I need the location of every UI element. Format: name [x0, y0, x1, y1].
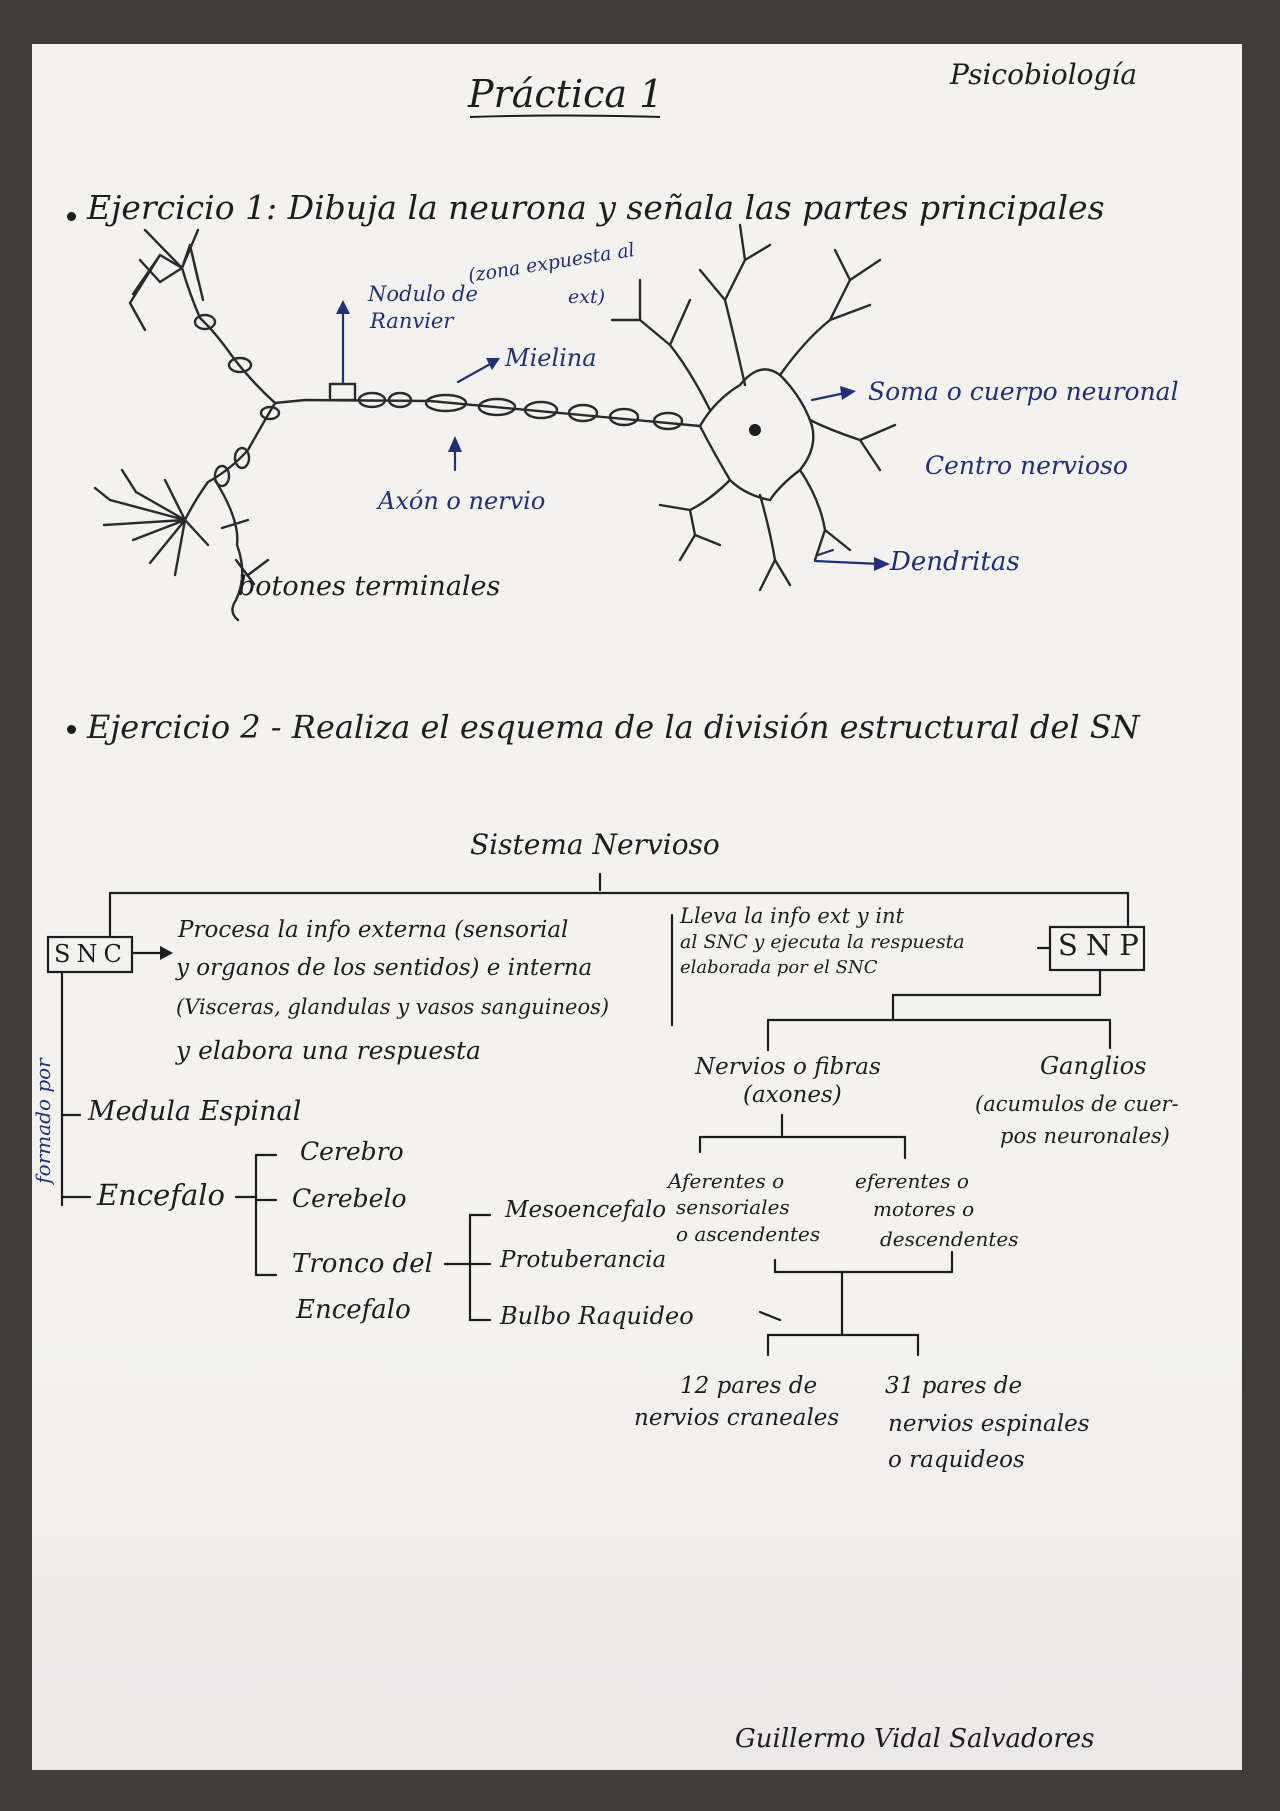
snc-formado-por: formado por	[30, 1058, 55, 1184]
snp-box-label: SNP	[1058, 928, 1147, 962]
snp-eferentes-2: motores o	[873, 1197, 975, 1221]
encefalo-tronco: Tronco del	[292, 1249, 433, 1279]
snp-eferentes-1: eferentes o	[855, 1169, 969, 1193]
ex1-title: Ejercicio 1: Dibuja la neurona y señala …	[87, 188, 1105, 227]
subject-label: Psicobiología	[950, 58, 1138, 91]
snp-desc-3: elaborada por el SNC	[680, 957, 878, 978]
snp-ganglios-2: (acumulos de cuer-	[975, 1092, 1179, 1116]
snp-aferentes-2: sensoriales	[676, 1195, 790, 1219]
tronco-protuberancia: Protuberancia	[500, 1247, 667, 1273]
snc-desc-1: Procesa la info externa (sensorial	[178, 917, 569, 943]
snp-desc-2: al SNC y ejecuta la respuesta	[680, 931, 965, 953]
snc-medula: Medula Espinal	[88, 1096, 302, 1127]
neuron-drawing	[93, 223, 897, 622]
label-ranvier: Ranvier	[370, 309, 454, 333]
snp-ganglios-3: pos neuronales)	[1000, 1124, 1170, 1148]
encefalo-tronco-2: Encefalo	[296, 1295, 411, 1325]
snc-arrowhead	[160, 946, 173, 960]
signature: Guillermo Vidal Salvadores	[735, 1724, 1095, 1754]
label-soma: Soma o cuerpo neuronal	[868, 377, 1179, 406]
label-ext: ext)	[568, 286, 606, 308]
snp-espinales-1: 31 pares de	[885, 1373, 1023, 1399]
snc-desc-2: y organos de los sentidos) e interna	[176, 955, 593, 981]
label-dendritas: Dendritas	[890, 547, 1020, 577]
snp-craneales-1: 12 pares de	[680, 1373, 818, 1399]
bullet-ex2	[67, 725, 76, 734]
snp-espinales-3: o raquideos	[888, 1447, 1025, 1473]
snp-craneales-2: nervios craneales	[634, 1405, 840, 1431]
snp-eferentes-3: descendentes	[880, 1227, 1019, 1251]
nucleus	[749, 424, 761, 436]
snp-nervios-2: (axones)	[743, 1082, 842, 1108]
ex2-title: Ejercicio 2 - Realiza el esquema de la d…	[87, 708, 1140, 746]
label-nodulo: Nodulo de	[368, 282, 478, 306]
label-centro: Centro nervioso	[925, 451, 1128, 480]
tronco-bulbo: Bulbo Raquideo	[500, 1302, 694, 1330]
page-title: Práctica 1	[468, 72, 664, 116]
snp-ganglios-1: Ganglios	[1040, 1052, 1147, 1080]
snp-desc-1: Lleva la info ext y int	[680, 904, 904, 928]
label-arrows	[336, 300, 890, 571]
scheme-lines	[46, 872, 1146, 1357]
label-mielina: Mielina	[505, 344, 597, 372]
label-botones: botones terminales	[238, 571, 501, 602]
snp-aferentes-1: Aferentes o	[668, 1169, 785, 1193]
snc-desc-3: (Visceras, glandulas y vasos sanguineos)	[176, 995, 610, 1019]
label-axon: Axón o nervio	[378, 487, 546, 515]
encefalo-cerebro: Cerebro	[300, 1137, 404, 1166]
tronco-mesoencefalo: Mesoencefalo	[505, 1197, 667, 1223]
bullet-ex1	[67, 212, 76, 221]
snp-nervios-1: Nervios o fibras	[695, 1054, 881, 1080]
snp-espinales-2: nervios espinales	[888, 1411, 1090, 1437]
snc-box-label: SNC	[54, 940, 128, 968]
scheme-root: Sistema Nervioso	[470, 828, 720, 861]
encefalo-cerebelo: Cerebelo	[292, 1184, 407, 1213]
snc-desc-4: y elabora una respuesta	[176, 1036, 481, 1065]
snc-encefalo: Encefalo	[97, 1178, 226, 1212]
snp-aferentes-3: o ascendentes	[676, 1222, 821, 1246]
